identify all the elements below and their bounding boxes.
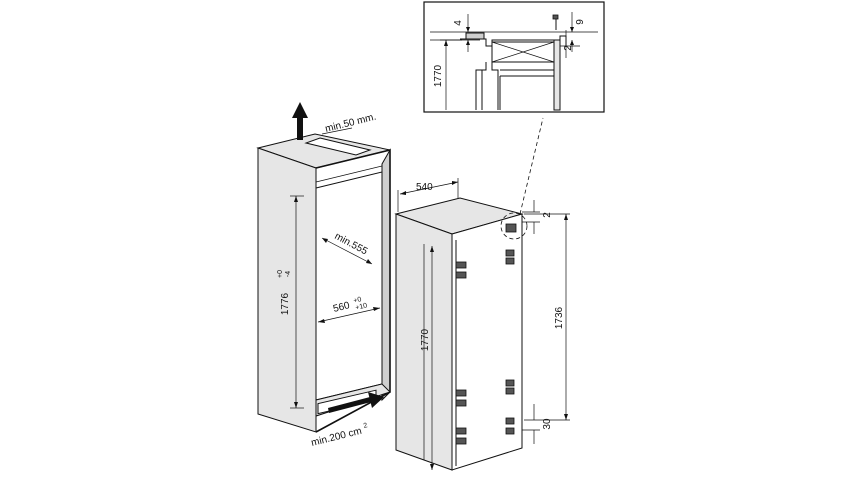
niche-width-tol-lower: +10	[355, 302, 368, 312]
niche-width-label: 560	[332, 300, 351, 315]
detail-inset	[423, 1, 605, 113]
niche-cabinet	[256, 102, 391, 433]
niche-height-tol-lower: -4	[285, 271, 292, 277]
right-arrow-icon	[328, 392, 384, 413]
appliance-depth-540: 540	[416, 182, 433, 193]
niche-vent-area-sup: 2	[363, 422, 369, 430]
appliance-height-1736: 1736	[554, 306, 565, 329]
detail-dim-4: 4	[453, 20, 464, 26]
niche-min-50mm-label: min.50 mm.	[324, 112, 377, 135]
detail-dim-1770: 1770	[433, 64, 444, 87]
niche-width-tol-upper: +0	[353, 296, 363, 305]
appliance	[394, 117, 570, 471]
appliance-height-1770: 1770	[420, 328, 431, 351]
up-arrow-icon	[297, 118, 303, 140]
appliance-gap-2: 2	[542, 212, 553, 218]
niche-height-label: 1776	[280, 292, 291, 315]
detail-dim-2: 2	[563, 45, 574, 51]
niche-depth-label: min.555	[333, 231, 370, 258]
appliance-dim-30: 30	[542, 418, 553, 430]
detail-dim-9: 9	[575, 19, 586, 25]
niche-height-tol-upper: +0	[277, 270, 284, 278]
niche-vent-area-label: min.200 cm	[310, 426, 363, 449]
